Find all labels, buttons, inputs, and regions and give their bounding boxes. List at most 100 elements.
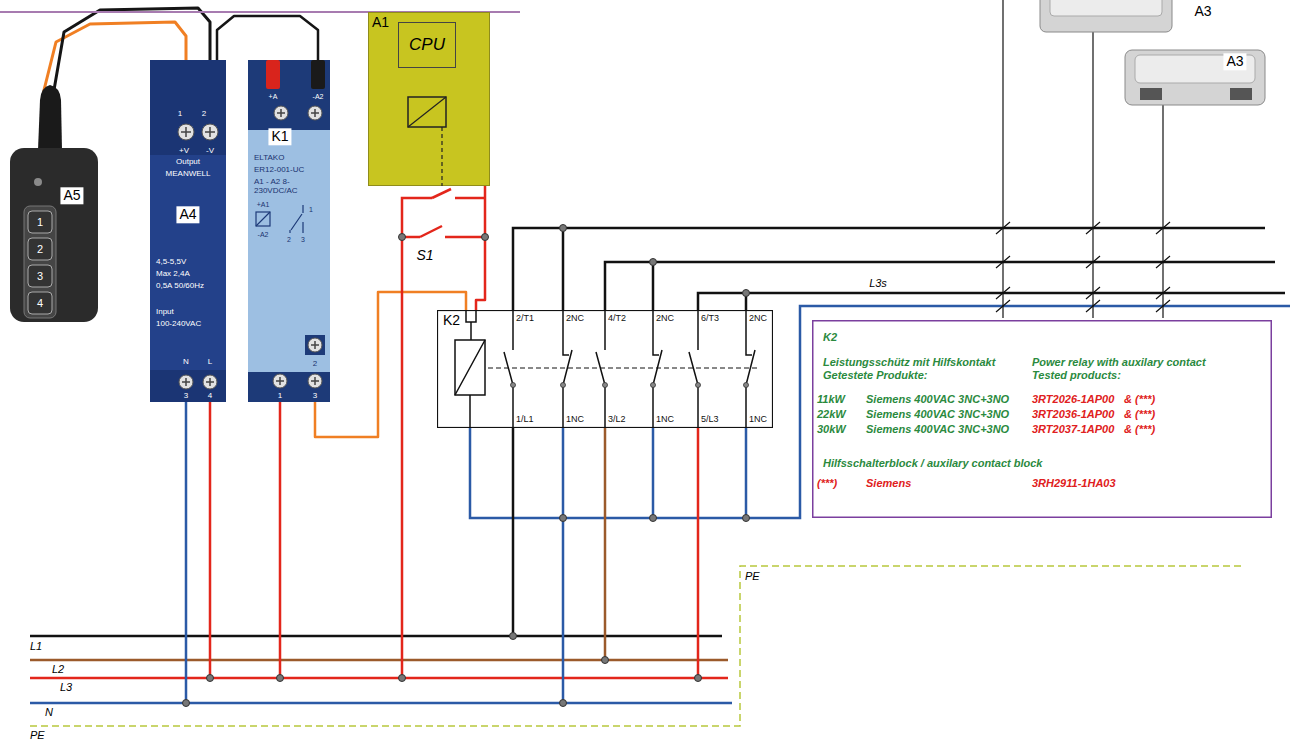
contactor-body [651, 383, 656, 388]
node-text: (***) [817, 477, 837, 489]
wire-connector [217, 16, 318, 60]
junction-dot [695, 675, 702, 682]
contactor-body [504, 310, 513, 428]
node-text: 3 [37, 270, 43, 282]
feeder-line [996, 0, 1170, 318]
contactor-box: K22/T12NC4/T22NC6/T32NC1/L11NC3/L21NC5/L… [437, 310, 773, 428]
node-text: 1NC [566, 415, 584, 425]
supply-wire [420, 226, 442, 237]
node-text: +A1 [257, 201, 270, 209]
node-text: MEANWELL [166, 170, 211, 179]
device-label: A3 [1223, 53, 1246, 70]
node-text: CPU [409, 36, 445, 55]
contactor-wire [698, 293, 1285, 310]
contactor-wire [605, 262, 1275, 310]
contactor-body [466, 310, 476, 340]
node-text: 3 [313, 392, 317, 401]
junction-dot [743, 515, 750, 522]
junction-dot [560, 225, 567, 232]
contactor-body [511, 383, 516, 388]
controller-box: A1 CPU [368, 12, 490, 186]
bus-label: L1 [30, 640, 42, 652]
controller-body [408, 97, 446, 127]
junction-dot [399, 234, 406, 241]
bus-bar [30, 566, 1245, 726]
supply-wire [455, 197, 485, 200]
contactor-body [746, 310, 755, 428]
node-text: -V [206, 147, 214, 156]
power-supply-body [150, 60, 226, 155]
node-text: A5 [60, 187, 83, 204]
node-text: 22kW [817, 408, 846, 420]
junction-dot [399, 675, 406, 682]
relay-body [273, 106, 322, 388]
feeder-line [1092, 30, 1093, 318]
power-supply-body [181, 127, 215, 386]
contactor-body [561, 383, 566, 388]
power-supply-body [150, 60, 226, 402]
node-text: A1 [372, 15, 389, 30]
device-label: A3 [1191, 3, 1214, 20]
node-text: 1 [178, 110, 182, 119]
feeder-line [996, 222, 1170, 312]
junction-dot [650, 259, 657, 266]
junction-dot [650, 515, 657, 522]
contactor-body [744, 383, 749, 388]
node-text: 0,5A 50/60Hz [156, 282, 204, 291]
bus-label: L3 [60, 681, 72, 693]
remote-body [10, 148, 98, 322]
controller-body [441, 127, 442, 186]
junction-dot [602, 657, 609, 664]
remote-body [10, 148, 98, 322]
node-text: 2NC [566, 314, 584, 324]
ballast-device [1040, 0, 1172, 32]
ballast-device [1040, 0, 1265, 105]
contactor-body [438, 311, 773, 428]
node-text: Power relay with auxilary contact [1032, 356, 1206, 368]
remote-body [24, 206, 56, 318]
node-text: 11kW [817, 393, 845, 405]
contactor-body [689, 310, 698, 428]
contactor-body [437, 310, 773, 428]
contactor-body [455, 340, 485, 428]
node-text: K2 [823, 331, 837, 343]
contactor-wire [513, 228, 1265, 310]
contactor-body [563, 310, 572, 428]
node-text: ELTAKO [254, 154, 284, 163]
controller-body [408, 97, 446, 127]
contactor-wire [562, 428, 565, 703]
remote-body [28, 292, 52, 314]
bus-bar [30, 677, 728, 680]
node-text: 4/T2 [608, 314, 626, 324]
node-text: 3RH2911-1HA03 [1032, 477, 1116, 489]
supply-wire [186, 189, 485, 703]
node-text: 2 [287, 236, 291, 244]
node-text: K2 [443, 313, 460, 328]
relay-body [276, 109, 319, 385]
note-box: K2Leistungsschütz mit HilfskontaktGetest… [812, 320, 1272, 518]
contactor-wire [745, 428, 748, 518]
bus-label: PE [745, 570, 760, 582]
ballast-device [1050, 0, 1162, 16]
supply-wire [209, 402, 212, 678]
junction-dot [743, 290, 750, 297]
node-text: 1 [278, 392, 282, 401]
bus-bar [30, 566, 1245, 726]
contactor-wire [562, 228, 565, 310]
cpu-frame [399, 23, 456, 68]
junction-dot [183, 700, 190, 707]
cpu-box: CPU [398, 22, 456, 68]
power-supply-body [150, 370, 226, 402]
junction-dot [482, 234, 489, 241]
node-text: +A [269, 93, 278, 101]
node-text: 2NC [656, 314, 674, 324]
node-text: 2 [313, 360, 317, 369]
node-text: & (***) [1124, 393, 1155, 405]
contactor-wire [512, 428, 515, 636]
node-text: & (***) [1124, 423, 1155, 435]
power-supply-body [150, 60, 226, 402]
relay-body [248, 372, 330, 402]
relay-body [256, 205, 303, 233]
cable-connector [38, 85, 62, 150]
node-text: A4 [176, 206, 199, 223]
